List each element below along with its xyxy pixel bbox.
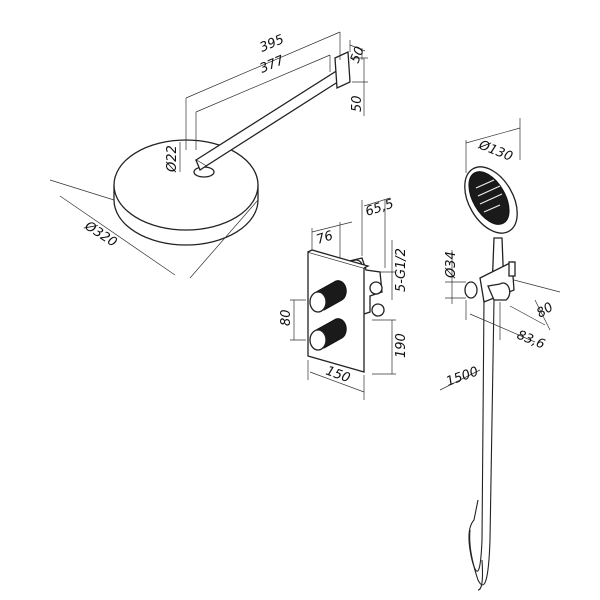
wall-plate <box>334 51 351 89</box>
dim-arm-outer: 395 <box>258 32 287 56</box>
head-connector <box>193 166 215 178</box>
arm-elbow <box>195 159 207 171</box>
dim-holder-diameter: Ø34 <box>444 251 459 279</box>
dim-valve-depth: 76 <box>315 228 335 247</box>
dim-hose-length: 1500 <box>444 364 480 389</box>
dim-knob-spacing: 80 <box>279 309 294 326</box>
shower-head-top <box>113 139 259 231</box>
outlet-lower <box>371 303 385 317</box>
hose-left <box>468 299 485 572</box>
dim-head-diameter: Ø320 <box>81 218 119 250</box>
dim-wall-plate-height: 50 <box>350 95 365 112</box>
thermostatic-valve <box>290 197 396 400</box>
dim-valve-body-depth: 65,5 <box>364 197 396 220</box>
hose-right <box>469 299 495 586</box>
holder-left <box>464 281 478 299</box>
dim-valve-outlets: 5-G1/2 <box>394 248 409 292</box>
dim-wall-plate-depth: 50 <box>348 45 368 66</box>
bracket-clip <box>508 261 516 277</box>
dim-valve-height: 190 <box>394 333 409 358</box>
overhead-shower <box>49 31 368 279</box>
holder-right <box>487 282 511 301</box>
dim-arm-diameter: Ø22 <box>165 145 180 173</box>
outlet-side <box>369 281 383 295</box>
dim-holder-depth: 80 <box>534 300 556 321</box>
hand-shower-set <box>439 118 561 591</box>
dim-holder-width: 83,6 <box>515 328 547 353</box>
spray-face <box>468 171 510 225</box>
knob-bottom[interactable] <box>309 318 347 351</box>
dim-hand-shower-diameter: Ø130 <box>476 137 515 164</box>
knob-top[interactable] <box>309 280 347 313</box>
